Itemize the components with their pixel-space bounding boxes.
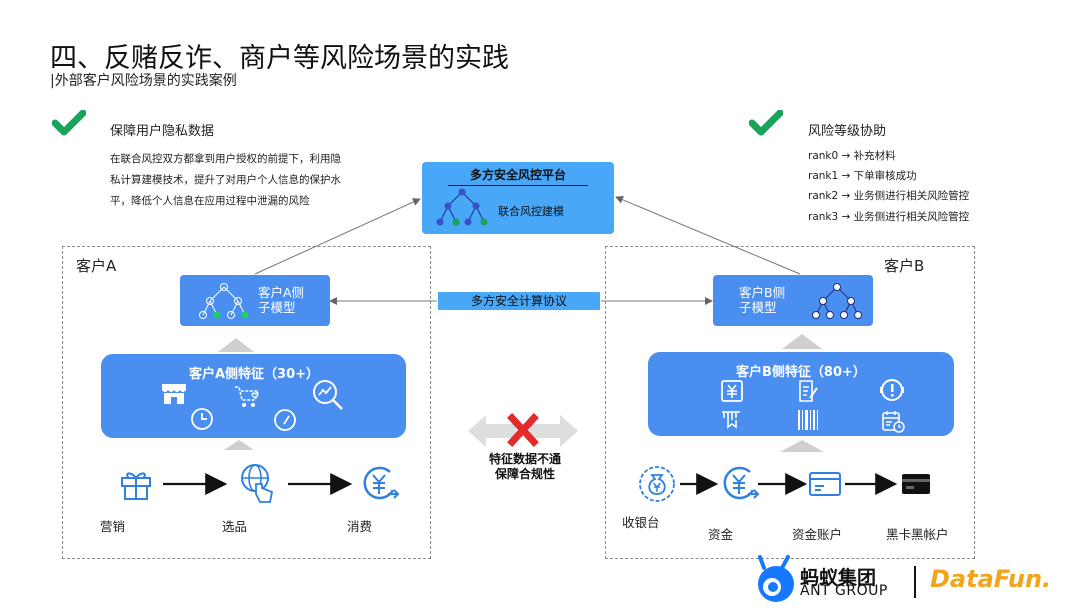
platform-box: 多方安全风控平台 联合风控建模: [422, 162, 614, 234]
rank-item: rank3 → 业务侧进行相关风险管控: [808, 211, 970, 223]
customer-a-submodel-label: 客户A侧 子模型: [258, 285, 305, 315]
customer-a-label: 客户A: [76, 257, 117, 275]
flow-label-b: 收银台: [622, 515, 660, 530]
tree-model-icon: [812, 283, 862, 319]
privacy-description: 在联合风控双方都拿到用户授权的前提下，利用隐私计算建模技术，提升了对用户个人信息…: [110, 153, 341, 207]
check-icon-privacy: [52, 110, 86, 136]
platform-title: 多方安全风控平台: [469, 168, 566, 182]
ant-group-name-en: ANT GROUP: [800, 583, 888, 599]
flow-label-a: 消费: [347, 519, 373, 534]
customer-b-features-title: 客户B侧特征（80+）: [736, 365, 866, 380]
ant-group-logo: [758, 555, 794, 602]
check-icon-risk: [749, 110, 783, 136]
customer-b-features-box: 客户B侧特征（80+）: [648, 352, 954, 436]
barcode-icon: [798, 410, 818, 430]
bank-card-icon: [809, 472, 841, 496]
rank-item: rank2 → 业务侧进行相关风险管控: [808, 190, 970, 202]
globe-touch-icon: [241, 464, 274, 503]
customer-b-area: [605, 246, 975, 559]
flow-label-b: 资金: [708, 527, 734, 542]
gift-icon: [121, 472, 151, 500]
blocked-exchange-icon: [468, 413, 578, 447]
no-share-note: 特征数据不通 保障合规性: [488, 452, 561, 481]
flow-label-a: 选品: [222, 519, 248, 534]
flow-label-b: 黑卡黑帐户: [886, 527, 949, 542]
ant-group-name-cn: 蚂蚁集团: [800, 567, 877, 589]
page-subtitle: |外部客户风险场景的实践案例: [50, 73, 237, 89]
risk-levels-heading: 风险等级协助: [808, 124, 887, 139]
tree-model-icon: [436, 188, 488, 226]
logo-separator: [914, 566, 916, 598]
flow-label-a: 营销: [100, 519, 126, 534]
document-edit-icon: [799, 380, 818, 402]
calendar-clock-icon: [882, 411, 905, 433]
customer-b-label: 客户B: [884, 257, 925, 275]
platform-divider: [448, 185, 588, 186]
rank-item: rank1 → 下单审核成功: [808, 170, 917, 182]
yuan-transfer-icon: [363, 466, 400, 500]
store-icon: [162, 384, 186, 404]
customer-a-features-title: 客户A侧特征（30+）: [189, 367, 320, 382]
privacy-heading: 保障用户隐私数据: [110, 124, 215, 139]
flow-label-b: 资金账户: [792, 527, 843, 542]
platform-label: 联合风控建模: [498, 205, 564, 218]
datafun-logo: DataFun.: [930, 565, 1052, 593]
yuan-transfer-icon: [723, 466, 760, 500]
analytics-search-icon: [313, 380, 343, 410]
page-title: 四、反赌反诈、商户等风险场景的实践: [50, 43, 509, 74]
customer-b-submodel: 客户B侧 子模型: [713, 275, 873, 326]
clock-icon: [191, 408, 213, 430]
money-bag-icon: [639, 466, 675, 502]
alert-support-icon: [880, 379, 904, 401]
rank-item: rank0 → 补充材料: [808, 150, 896, 162]
protocol-bar: 多方安全计算协议: [438, 292, 600, 310]
yuan-receipt-icon: [721, 380, 743, 402]
tree-model-icon: [199, 283, 249, 319]
customer-b-submodel-label: 客户B侧 子模型: [739, 285, 786, 315]
gauge-icon: [274, 409, 296, 431]
cart-icon: [235, 386, 260, 407]
customer-a-area: [62, 246, 431, 559]
customer-a-features-box: 客户A侧特征（30+）: [101, 354, 406, 438]
fingerprint-scan-icon: [722, 411, 740, 429]
customer-a-submodel: 客户A侧 子模型: [180, 275, 330, 326]
black-card-icon: [902, 474, 930, 494]
